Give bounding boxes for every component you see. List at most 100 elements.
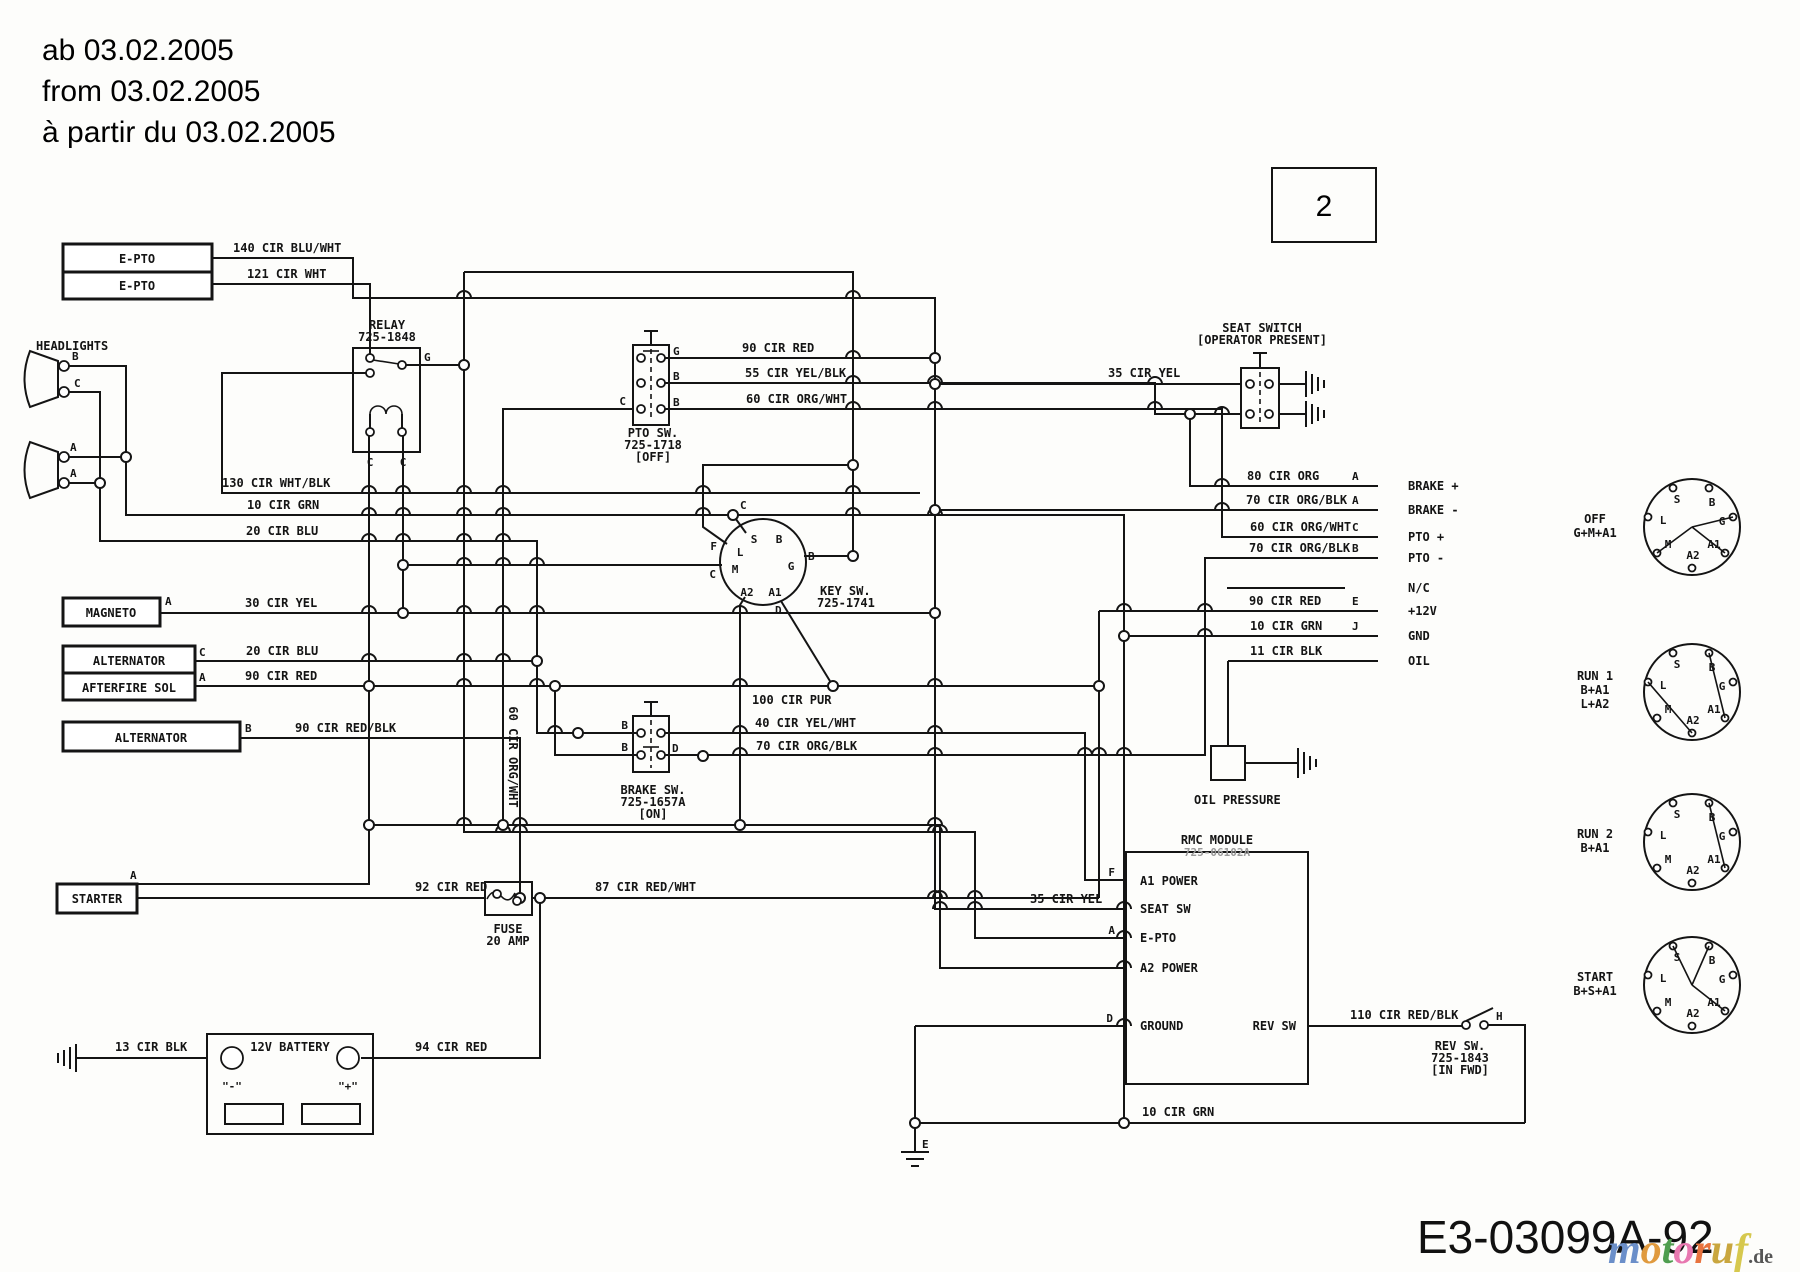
headlights-label: HEADLIGHTS: [36, 339, 108, 353]
starter-terminal-a: A: [130, 869, 137, 882]
pos-sub: B+A1: [1581, 683, 1610, 697]
key-terminal-g: G: [788, 560, 795, 573]
pos-terminal: A1: [1707, 853, 1721, 866]
header-line-1: ab 03.02.2005: [42, 34, 234, 67]
pto-switch-label: PTO SW.: [628, 426, 679, 440]
rmc-label: RMC MODULE: [1181, 833, 1253, 847]
pos-terminal: S: [1674, 493, 1681, 506]
rev-switch: H REV SW. 725-1843 [IN FWD]: [1431, 1010, 1503, 1077]
wire-label: 10 CIR GRN: [1142, 1105, 1214, 1119]
row-pin: B: [1352, 542, 1359, 555]
rmc-pin-ground: GROUND: [1140, 1019, 1183, 1033]
key-terminal-m: M: [732, 563, 739, 576]
wire-90redblk: [240, 737, 521, 898]
relay-terminal-c1: C: [367, 456, 374, 469]
pos-terminal: A2: [1686, 714, 1699, 727]
pos-terminal: L: [1660, 514, 1667, 527]
page-number: 2: [1316, 190, 1333, 223]
epto2-label: E-PTO: [119, 279, 155, 293]
row-wire: 11 CIR BLK: [1250, 644, 1323, 658]
fuse-rating: 20 AMP: [486, 934, 529, 948]
pos-terminal: L: [1660, 829, 1667, 842]
row-name: OIL: [1408, 654, 1430, 668]
pos-title: START: [1577, 970, 1613, 984]
brake-terminal-b2: B: [621, 741, 628, 754]
key-terminal-l: L: [737, 546, 744, 559]
alternator1-terminal-c: C: [199, 646, 206, 659]
wire-a2-circuit: [369, 596, 1126, 969]
pos-terminal: M: [1665, 996, 1672, 1009]
pos-title: RUN 2: [1577, 827, 1613, 841]
wire-90red: [137, 432, 1100, 898]
pos-terminal: B: [1709, 954, 1716, 967]
row-pin: A: [1352, 470, 1359, 483]
pos-terminal: B: [1709, 661, 1716, 674]
afterfire-terminal-a: A: [199, 671, 206, 684]
row-name: N/C: [1408, 581, 1430, 595]
key-switch-part: 725-1741: [817, 596, 875, 610]
pto-terminal-c: C: [619, 395, 626, 408]
afterfire-solenoid: AFTERFIRE SOL A: [61, 671, 206, 702]
footer: E3-03099A-92 motoruf.de: [1417, 1211, 1773, 1272]
watermark-letter: u: [1711, 1227, 1734, 1272]
row-wire: 70 CIR ORG/BLK: [1246, 493, 1348, 507]
wire-label: 20 CIR BLU: [246, 524, 318, 538]
wire-label: 40 CIR YEL/WHT: [755, 716, 856, 730]
magneto-terminal-a: A: [165, 595, 172, 608]
key-terminal-a2: A2: [740, 586, 753, 599]
alternator1-label: ALTERNATOR: [93, 654, 166, 668]
rev-switch-part: 725-1843: [1431, 1051, 1489, 1065]
row-name: GND: [1408, 629, 1430, 643]
wire-label: 90 CIR RED: [245, 669, 317, 683]
epto1-label: E-PTO: [119, 252, 155, 266]
row-wire: 90 CIR RED: [1249, 594, 1321, 608]
pos-sub: B+S+A1: [1573, 984, 1616, 998]
rev-terminal-h: H: [1496, 1010, 1503, 1023]
pos-sub: B+A1: [1581, 841, 1610, 855]
wire-seat-circuit: [935, 383, 1306, 415]
row-name: +12V: [1408, 604, 1437, 618]
row-pin: E: [1352, 595, 1359, 608]
wire-label: 60 CIR ORG/WHT: [746, 392, 847, 406]
alternator-1: ALTERNATOR C: [61, 644, 206, 675]
wire-rmc-ground: [914, 1025, 1126, 1123]
oil-pressure-label: OIL PRESSURE: [1194, 793, 1281, 807]
wire-label: 130 CIR WHT/BLK: [222, 476, 331, 490]
wire-label: 35 CIR YEL: [1108, 366, 1180, 380]
pos-terminal: S: [1674, 808, 1681, 821]
output-rows: 80 CIR ORG A BRAKE + 70 CIR ORG/BLK A BR…: [1246, 469, 1459, 668]
junction-dots: [94, 352, 1196, 1129]
row-name: BRAKE +: [1408, 479, 1459, 493]
pto-terminal-g: G: [673, 345, 680, 358]
key-switch: S B L M G A2 A1 C F C B D KEY SW. 725-17…: [709, 499, 874, 617]
pos-terminal: A2: [1686, 1007, 1699, 1020]
brake-switch-state: [ON]: [639, 807, 668, 821]
pos-terminal: L: [1660, 972, 1667, 985]
header-line-3: à partir du 03.02.2005: [42, 116, 336, 149]
seat-ground-icon: [1305, 401, 1325, 427]
row-name: PTO +: [1408, 530, 1444, 544]
fuse: FUSE 20 AMP: [484, 881, 533, 948]
starter-label: STARTER: [72, 892, 123, 906]
pto-switch-state: [OFF]: [635, 450, 671, 464]
rmc-part: 725-06102A: [1184, 846, 1251, 859]
wire-label: 35 CIR YEL: [1030, 892, 1102, 906]
rmc-pin-epto: E-PTO: [1140, 931, 1176, 945]
rev-switch-state: [IN FWD]: [1431, 1063, 1489, 1077]
wire-pto-minus: [665, 557, 1378, 756]
wire-40yelwht: [665, 732, 1126, 881]
row-name: BRAKE -: [1408, 503, 1459, 517]
wire-label: 121 CIR WHT: [247, 267, 326, 281]
wire-label: 20 CIR BLU: [246, 644, 318, 658]
watermark-letter: f: [1734, 1227, 1752, 1272]
pos-terminal: A1: [1707, 996, 1721, 1009]
seat-switch: SEAT SWITCH [OPERATOR PRESENT]: [1197, 321, 1327, 429]
rmc-pin-a1power: A1 POWER: [1140, 874, 1199, 888]
wire-label: 100 CIR PUR: [752, 693, 832, 707]
headlamp-icon: [23, 349, 59, 409]
key-terminal-a1: A1: [768, 586, 782, 599]
relay-terminal-g: G: [424, 351, 431, 364]
wire-label: 90 CIR RED/BLK: [295, 721, 397, 735]
